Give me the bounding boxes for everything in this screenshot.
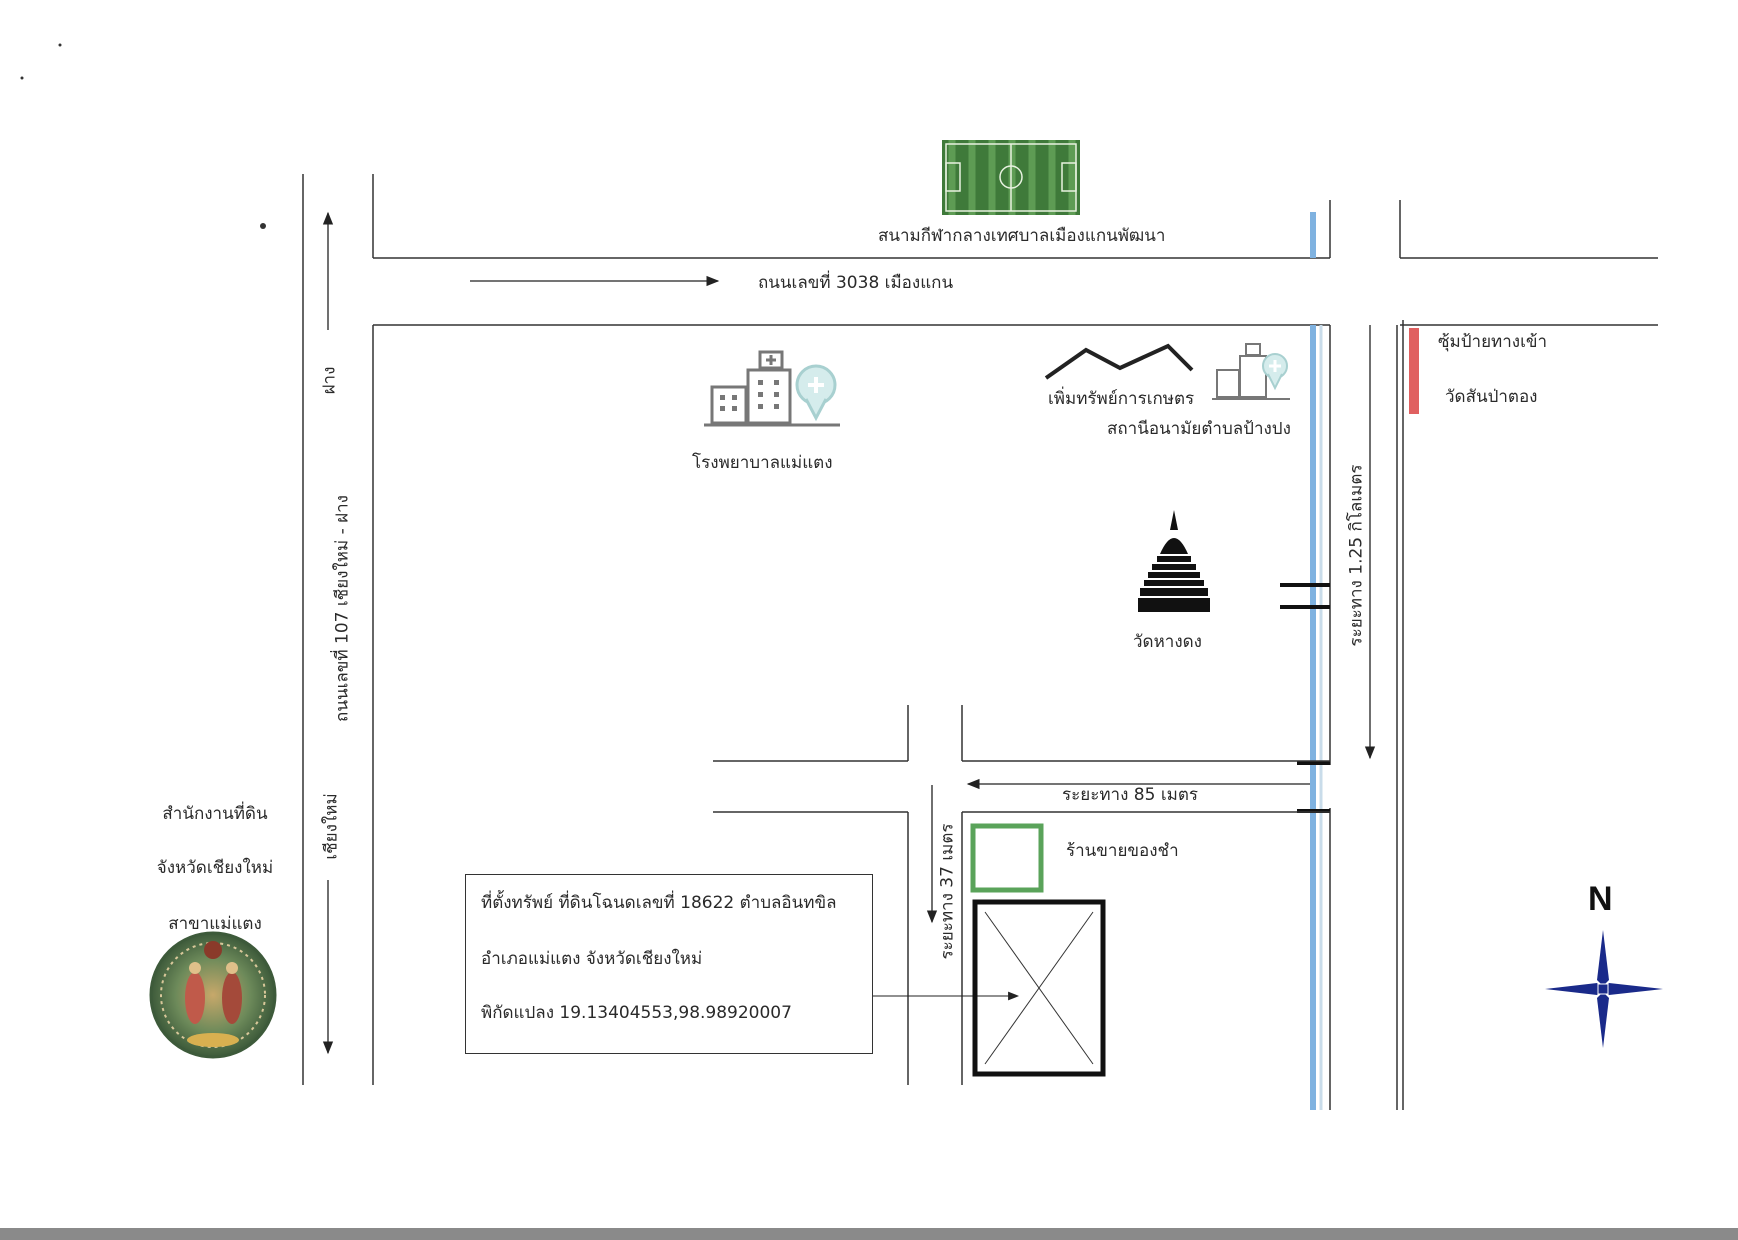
compass-icon (1545, 930, 1663, 1048)
property-info-box: ที่ตั้งทรัพย์ ที่ดินโฉนดเลขที่ 18622 ตำบ… (465, 874, 873, 1054)
hospital-label: โรงพยาบาลแม่แตง (692, 453, 833, 473)
distance-85m-label: ระยะทาง 85 เมตร (1062, 785, 1199, 805)
stupa-icon (1138, 510, 1210, 612)
temple-label: วัดหางดง (1133, 632, 1202, 652)
seal-icon (149, 931, 277, 1059)
distance-37m-label: ระยะทาง 37 เมตร (937, 823, 958, 960)
hospital-icon (704, 350, 840, 427)
entrance-gate-label: ซุ้มป้ายทางเข้า (1438, 332, 1548, 352)
stadium-label: สนามกีฬากลางเทศบาลเมืองแกนพัฒนา (878, 226, 1166, 246)
info-line-1: ที่ตั้งทรัพย์ ที่ดินโฉนดเลขที่ 18622 ตำบ… (481, 893, 837, 913)
road-3038-label: ถนนเลขที่ 3038 เมืองแกน (758, 273, 954, 293)
road-107-label: ถนนเลขที่ 107 เชียงใหม่ - ฝาง (332, 495, 353, 722)
agri-label: เพิ่มทรัพย์การเกษตร (1048, 389, 1195, 409)
health-station-label: สถานีอนามัยตำบลป้างปง (1107, 419, 1291, 439)
office-line-2: จังหวัดเชียงใหม่ (156, 858, 274, 878)
info-line-3: พิกัดแปลง 19.13404553,98.98920007 (481, 1003, 792, 1023)
distance-1-25km-label: ระยะทาง 1.25 กิโลเมตร (1346, 464, 1367, 647)
office-line-3: สาขาแม่แตง (168, 914, 262, 934)
target-plot (972, 899, 1106, 1077)
shop-marker (970, 823, 1044, 893)
football-field-icon (942, 140, 1080, 215)
health-station-icon (1212, 343, 1290, 400)
north-label: N (1588, 880, 1613, 918)
scan-edge (0, 1228, 1738, 1240)
shop-label: ร้านขายของชำ (1066, 841, 1179, 861)
mountain-icon (1044, 343, 1194, 380)
office-line-1: สำนักงานที่ดิน (162, 804, 268, 824)
entrance-gate-marker (1409, 328, 1419, 414)
wat-san-pa-tong-label: วัดสันป่าตอง (1445, 387, 1538, 407)
direction-fang-label: ฝาง (319, 366, 340, 395)
info-line-2: อำเภอแม่แตง จังหวัดเชียงใหม่ (481, 949, 703, 969)
direction-chiangmai-label: เชียงใหม่ (321, 793, 342, 860)
